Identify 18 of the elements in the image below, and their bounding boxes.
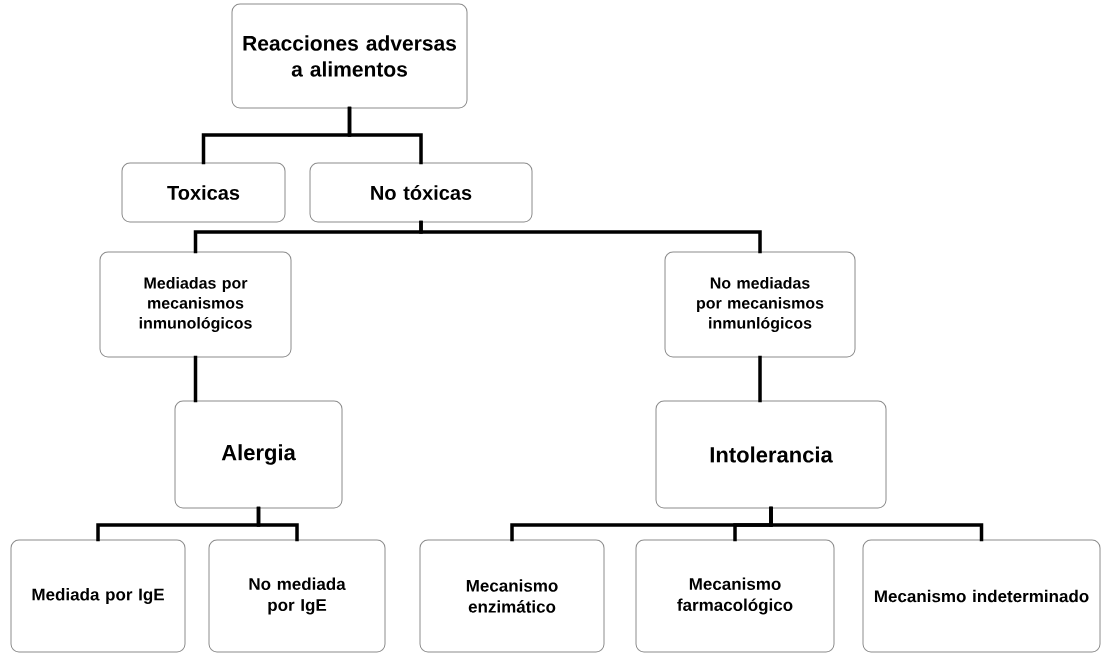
category-box: Reacciones adversas a alimentos [231, 3, 468, 109]
connector-line [256, 506, 299, 542]
connector-line [769, 506, 984, 542]
connector-line [193, 355, 198, 403]
connector-line [419, 220, 762, 254]
category-box: Alergia [174, 400, 343, 509]
category-box: Mecanismo farmacológico [635, 539, 835, 653]
category-box: No tóxicas [309, 162, 533, 223]
category-box: Intolerancia [655, 400, 887, 509]
category-box: Toxicas [121, 162, 286, 223]
category-box: Mediadas por mecanismos inmunológicos [99, 251, 292, 358]
category-box: Mecanismo indeterminado [862, 539, 1101, 653]
category-box: No mediada por IgE [208, 539, 386, 653]
category-box: Mediada por IgE [10, 539, 186, 653]
category-box: Mecanismo enzimático [419, 539, 605, 653]
connector-line [758, 355, 762, 403]
category-box: No mediadas por mecanismos inmunlógicos [664, 251, 856, 358]
connector-line [347, 106, 423, 165]
